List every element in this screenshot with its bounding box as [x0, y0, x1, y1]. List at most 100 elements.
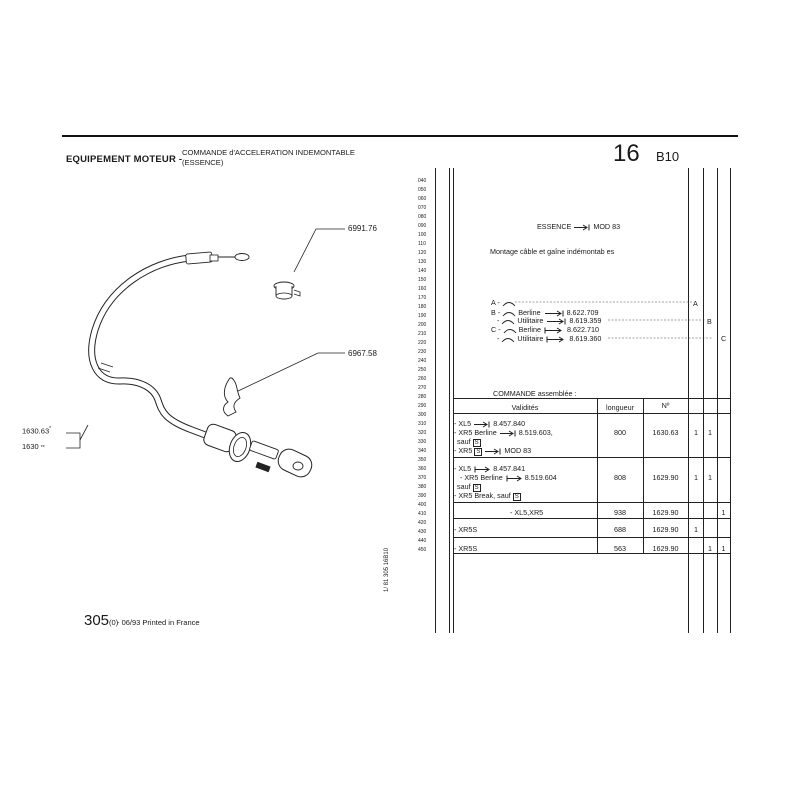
ref-clip: 6991.76	[348, 224, 377, 233]
line-number: 230	[418, 349, 427, 355]
leader-cable	[66, 432, 81, 449]
arc-icon	[502, 311, 516, 316]
grid-vline-3	[597, 398, 598, 553]
cable-sheath	[88, 254, 212, 440]
row2-qty-b: 1	[708, 473, 712, 482]
bar-arrow-icon	[546, 336, 565, 343]
row5-no: 1629.90	[652, 544, 679, 553]
bar-arrow-icon	[506, 475, 522, 482]
line-number: 450	[418, 547, 427, 553]
grid-vline-4	[643, 398, 644, 553]
line-number: 100	[418, 232, 427, 238]
line-number: 380	[418, 484, 427, 490]
arc-icon	[502, 337, 515, 342]
grid-hline-0	[453, 398, 730, 399]
bar-arrow-icon	[544, 327, 562, 334]
row4-validite: - XR5S	[454, 525, 478, 534]
row2-longueur: 808	[614, 473, 626, 482]
arc-icon	[502, 301, 516, 306]
arrow-bar-icon	[544, 310, 564, 317]
row4-longueur: 688	[614, 525, 626, 534]
variant-c-utilitaire: - Utilitaire 8.619.360	[497, 334, 602, 343]
line-number: 070	[418, 205, 427, 211]
footer-text: - 06/93 Printed in France	[117, 618, 200, 627]
row3-longueur: 938	[614, 508, 626, 517]
variant-b-utilitaire: - Utilitaire 8.619.359	[497, 316, 602, 325]
line-number: 290	[418, 403, 427, 409]
leader-bracket	[235, 352, 345, 393]
grid-vline-7	[717, 168, 718, 633]
grid-vline-0	[435, 168, 436, 633]
row2-line1: - XL5 8.457.841	[454, 464, 526, 473]
line-number: 250	[418, 367, 427, 373]
row1-longueur: 800	[614, 428, 626, 437]
line-number: 150	[418, 277, 427, 283]
row1-qty-a: 1	[694, 428, 698, 437]
row1-line2: - XR5 Berline 8.519.603,	[454, 428, 553, 437]
arc-icon	[503, 328, 516, 333]
footer-page: 305(0)	[84, 612, 119, 629]
line-number: 080	[418, 214, 427, 220]
leader-cable-2	[79, 424, 89, 441]
line-number: 190	[418, 313, 427, 319]
bracket-part	[223, 377, 241, 417]
line-number: 270	[418, 385, 427, 391]
line-number: 420	[418, 520, 427, 526]
subtitle-line-2: (ESSENCE)	[182, 158, 224, 167]
arrow-bar-icon	[474, 421, 490, 428]
line-number: 220	[418, 340, 427, 346]
grid-vline-8	[730, 168, 731, 633]
line-number: 180	[418, 304, 427, 310]
grid-vline-6	[703, 168, 704, 633]
section-subtitle: COMMANDE d'ACCELERATION INDEMONTABLE (ES…	[182, 148, 355, 168]
variant-leaders	[515, 301, 712, 339]
line-number: 050	[418, 187, 427, 193]
header-longueur: longueur	[606, 403, 634, 412]
row1-qty-b: 1	[708, 428, 712, 437]
line-number: 430	[418, 529, 427, 535]
line-number: 350	[418, 457, 427, 463]
ref-cable-1: 1630.63*	[22, 426, 52, 436]
subtitle-line-1: COMMANDE d'ACCELERATION INDEMONTABLE	[182, 148, 355, 157]
ref-bracket: 6967.58	[348, 349, 377, 358]
line-number: 160	[418, 286, 427, 292]
cable-diagram	[66, 228, 345, 478]
row5-longueur: 563	[614, 544, 626, 553]
line-number: 140	[418, 268, 427, 274]
line-number: 400	[418, 502, 427, 508]
line-number: 060	[418, 196, 427, 202]
montage-note: Montage câble et gaîne indémontab es	[490, 247, 615, 256]
line-number: 110	[418, 241, 426, 247]
arrow-bar-icon	[574, 224, 590, 231]
line-number: 410	[418, 511, 427, 517]
line-number: 200	[418, 322, 427, 328]
arc-icon	[502, 319, 515, 324]
row4-no: 1629.90	[652, 525, 679, 534]
grid-hline-5	[453, 537, 730, 538]
column-a-label: A	[693, 299, 698, 308]
header-rule	[62, 135, 738, 137]
leader-clip	[293, 228, 345, 273]
variant-c-berline: C - Berline 8.622.710	[491, 325, 599, 334]
line-number: 090	[418, 223, 427, 229]
bar-arrow-icon	[474, 466, 491, 473]
row2-no: 1629.90	[652, 473, 679, 482]
column-c-label: C	[721, 334, 727, 343]
row5-validite: - XR5S	[454, 544, 478, 553]
line-number: 120	[418, 250, 427, 256]
arrow-bar-icon	[547, 318, 566, 325]
row1-no: 1630.63	[652, 428, 679, 437]
line-number: 260	[418, 376, 427, 382]
section-title: EQUIPEMENT MOTEUR -	[66, 154, 183, 165]
end-fitting	[203, 423, 313, 478]
row5-qty-c: 1	[721, 544, 726, 553]
group-code: B10	[656, 149, 680, 164]
grid-hline-2	[453, 457, 730, 458]
variant-b-berline: B - Berline 8.622.709	[491, 308, 599, 317]
grid-hline-4	[453, 518, 730, 519]
line-number: 390	[418, 493, 427, 499]
